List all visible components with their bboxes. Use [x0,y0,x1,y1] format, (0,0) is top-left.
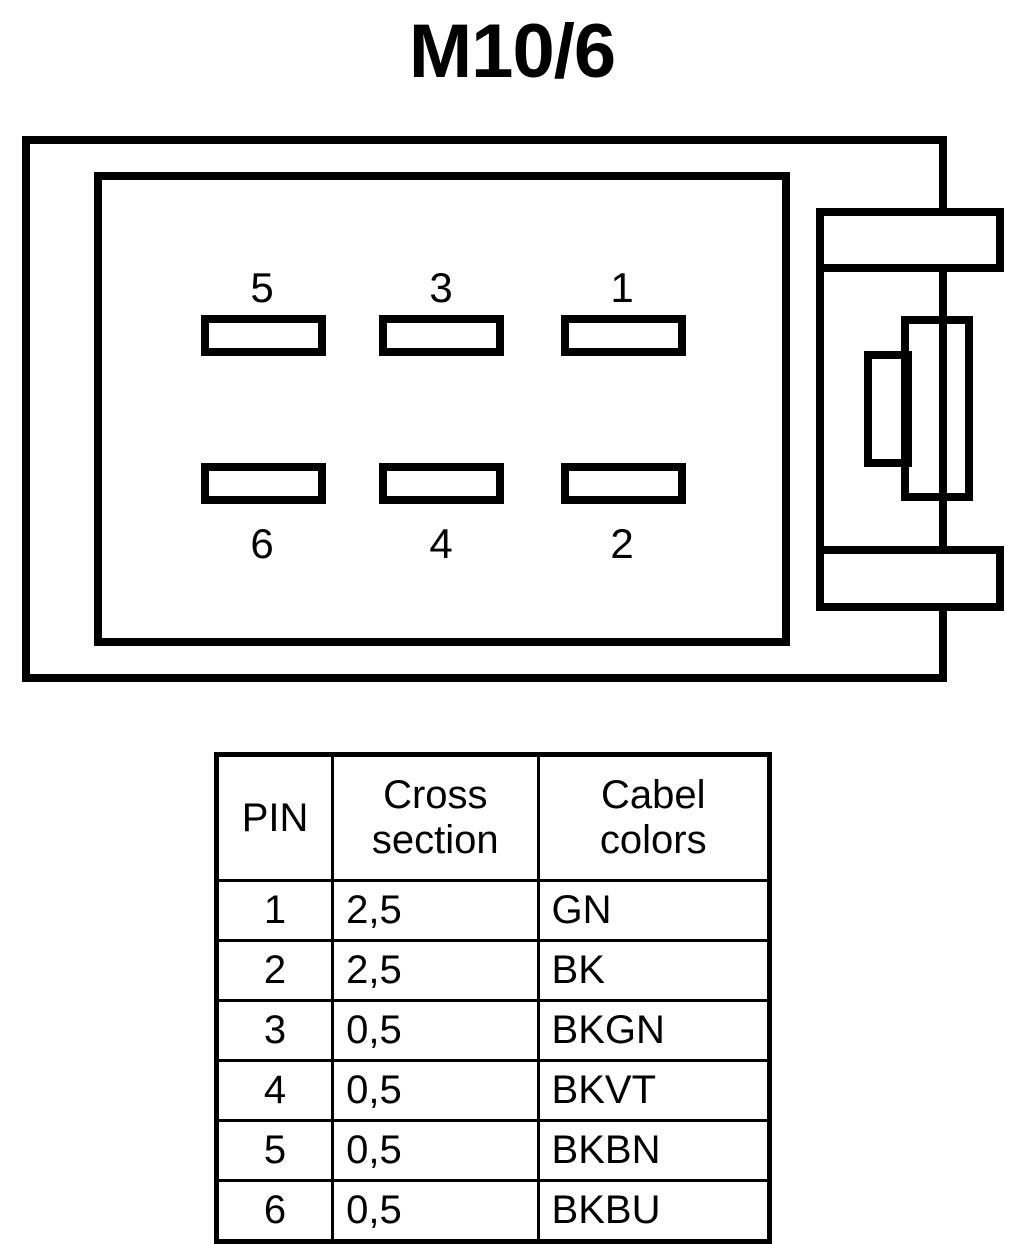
header-cross-section-line2: section [371,818,499,862]
latch-small-tab [864,351,912,467]
connector-diagram: 5 3 1 6 4 2 [0,120,1024,700]
cell-cable-color: BKGN [536,999,772,1062]
cell-cross-section: 0,5 [331,1179,540,1243]
cell-cable-color: BKBN [536,1119,772,1182]
cell-pin: 2 [214,939,335,1002]
table-row: 5 0,5 BKBN [214,1119,772,1182]
latch-middle-plate [901,316,973,501]
pin-assignment-table: PIN Cross section Cabel colors 1 2,5 GN … [214,752,772,1244]
cell-cross-section: 0,5 [331,1119,540,1182]
header-cross-section-line1: Cross [383,773,488,817]
cell-cross-section: 2,5 [331,939,540,1002]
cell-pin: 6 [214,1179,335,1243]
pin-slot-4[interactable] [379,463,504,504]
header-cable-colors: Cabel colors [536,753,772,882]
pin-slot-1[interactable] [561,315,686,356]
table-row: 1 2,5 GN [214,879,772,942]
table-row: 6 0,5 BKBU [214,1179,772,1243]
pin-label-2: 2 [610,520,633,567]
pin-slot-6[interactable] [201,463,326,504]
cell-cross-section: 2,5 [331,879,540,942]
cell-cable-color: BKVT [536,1059,772,1122]
connector-inner-housing [94,172,790,646]
cell-cable-color: BK [536,939,772,1002]
cell-cable-color: GN [536,879,772,942]
table-row: 3 0,5 BKGN [214,999,772,1062]
header-cable-colors-line1: Cabel [601,773,706,817]
cell-pin: 5 [214,1119,335,1182]
header-cable-colors-line2: colors [599,818,707,862]
cell-cross-section: 0,5 [331,1059,540,1122]
table-row: 4 0,5 BKVT [214,1059,772,1122]
cell-pin: 4 [214,1059,335,1122]
page-title: M10/6 [408,9,616,94]
cell-cross-section: 0,5 [331,999,540,1062]
cell-pin: 1 [214,879,335,942]
pin-label-6: 6 [250,520,273,567]
pin-label-5: 5 [250,264,273,311]
pin-slot-5[interactable] [201,315,326,356]
cell-pin: 3 [214,999,335,1062]
pin-slot-3[interactable] [379,315,504,356]
pin-label-1: 1 [610,264,633,311]
header-cross-section: Cross section [331,753,540,882]
table-header-row: PIN Cross section Cabel colors [214,753,772,882]
pin-label-4: 4 [429,520,452,567]
table-row: 2 2,5 BK [214,939,772,1002]
pin-label-3: 3 [429,264,452,311]
header-pin: PIN [214,753,335,882]
pin-slot-2[interactable] [561,463,686,504]
connector-outer-housing [22,136,1004,682]
cell-cable-color: BKBU [536,1179,772,1243]
